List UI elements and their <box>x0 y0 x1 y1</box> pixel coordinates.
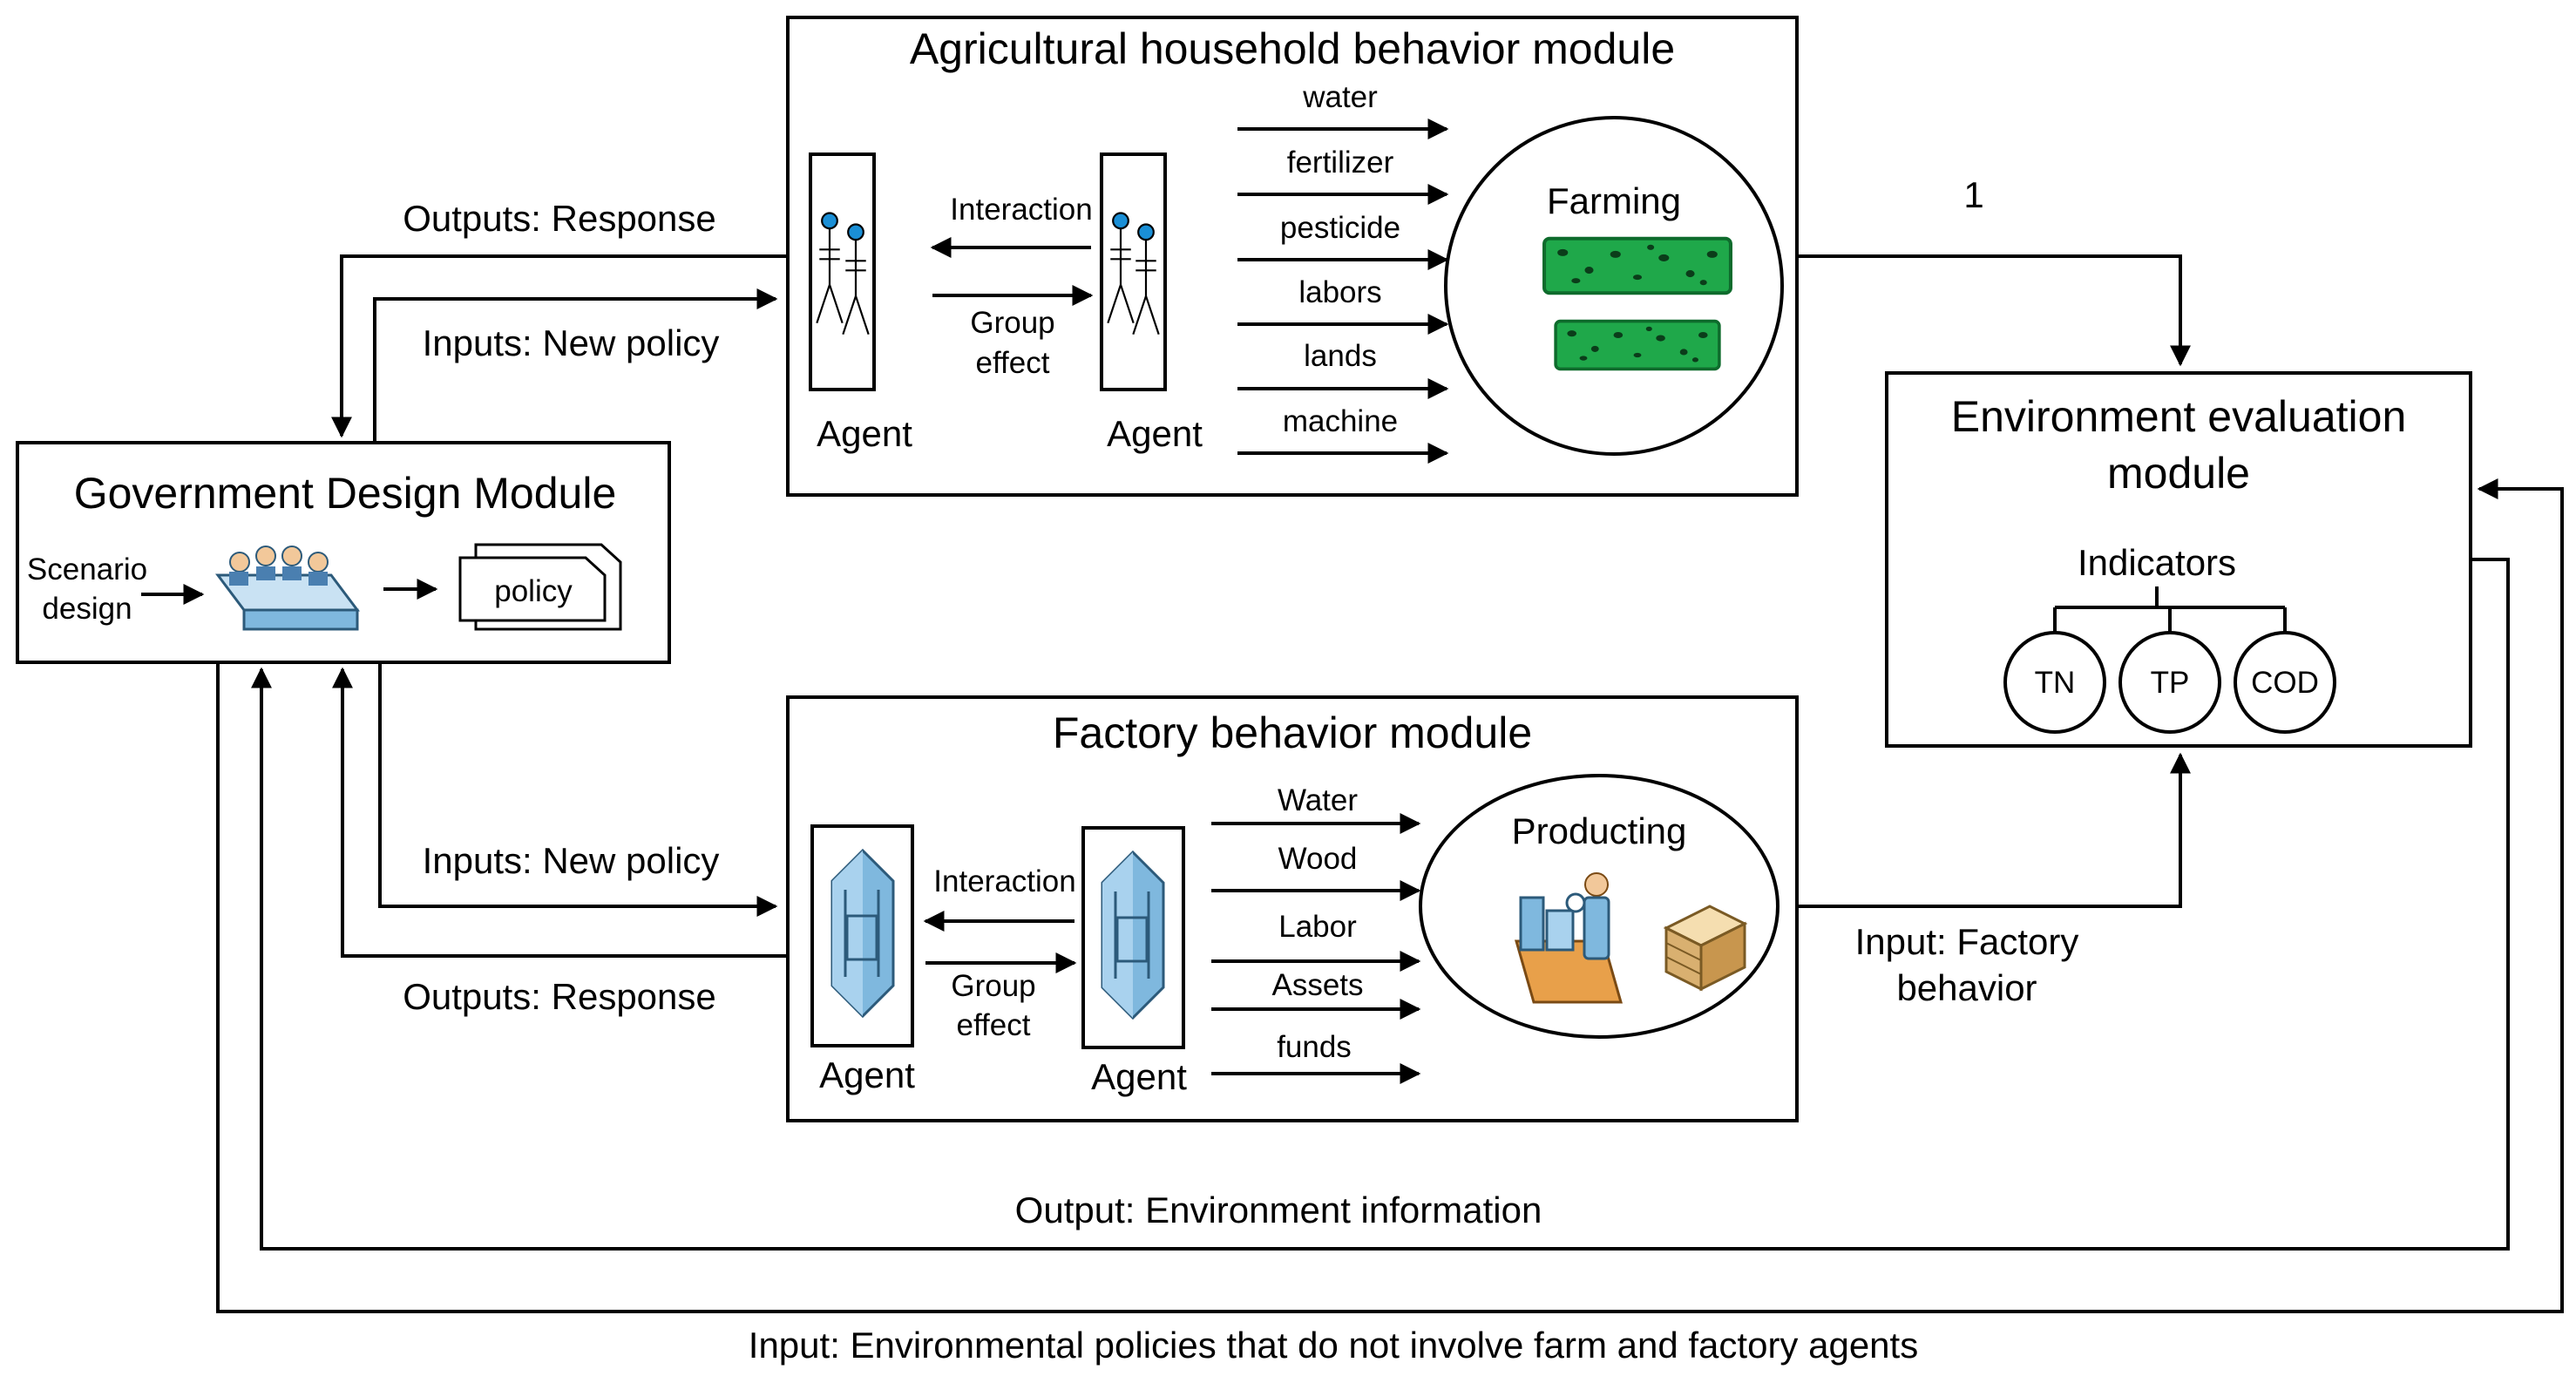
factory-input-label: funds <box>1277 1030 1352 1064</box>
hedge-icon <box>1544 239 1731 294</box>
environmental-policies-arrow <box>216 478 2564 1313</box>
inputs-new-policy-bottom-label: Inputs: New policy <box>423 840 720 881</box>
indicator-tn-label: TN <box>2035 666 2076 700</box>
factory-agent-right <box>1081 826 1185 1049</box>
factory-worker-icon <box>1515 872 1623 1004</box>
agri-input-label: labors <box>1298 275 1381 309</box>
factory-input-label: Wood <box>1278 842 1358 876</box>
agri-agent-right-label: Agent <box>1107 413 1203 454</box>
agri-input-label: machine <box>1283 404 1398 438</box>
factory-module-title: Factory behavior module <box>1053 708 1532 757</box>
factory-behavior-label-line1: Input: Factory <box>1855 921 2079 962</box>
factory-interaction-label: Interaction <box>933 864 1075 898</box>
factory-agent-right-label: Agent <box>1091 1056 1187 1097</box>
indicator-cod <box>2234 631 2336 734</box>
producting-label: Producting <box>1512 810 1687 851</box>
farm-to-environment-label: 1 <box>1963 174 1983 215</box>
government-module-title: Government Design Module <box>74 469 617 518</box>
environment-module-title-line2: module <box>2107 449 2250 498</box>
policy-label: policy <box>494 574 573 608</box>
environment-module-title-line1: Environment evaluation <box>1951 392 2407 441</box>
environment-information-arrow <box>251 558 2510 1251</box>
factory-effect-label: effect <box>957 1008 1031 1042</box>
factory-input-label: Labor <box>1278 910 1357 944</box>
factory-policy-arrow <box>378 662 778 917</box>
environment-information-label: Output: Environment information <box>1015 1190 1542 1230</box>
factory-module: Factory behavior module Agent Agent Inte… <box>786 695 1799 1122</box>
wood-stack-icon <box>1663 905 1748 992</box>
agri-group-label: Group <box>970 306 1054 340</box>
hedge-icon <box>1556 322 1719 369</box>
factory-to-environment-arrow <box>1797 752 2191 908</box>
factory-agent-left <box>810 824 914 1047</box>
agri-interaction-label: Interaction <box>950 193 1092 227</box>
farm-to-environment-arrow <box>1797 254 2191 367</box>
outputs-response-bottom-label: Outputs: Response <box>403 976 716 1017</box>
agri-agent-left <box>809 153 876 391</box>
government-module: Government Design Module Scenario design… <box>16 441 671 664</box>
indicator-cod-label: COD <box>2251 666 2319 700</box>
factory-agent-left-label: Agent <box>819 1054 915 1095</box>
indicator-tp-label: TP <box>2151 666 2190 700</box>
office-building-icon <box>830 849 895 1018</box>
agri-response-arrow <box>331 254 788 438</box>
environment-module: Environment evaluation module Indicators… <box>1885 371 2472 748</box>
agri-policy-arrow <box>373 288 778 443</box>
office-building-icon <box>1101 851 1165 1020</box>
agricultural-module-title: Agricultural household behavior module <box>910 24 1675 73</box>
factory-response-arrow <box>332 667 788 958</box>
indicator-tn <box>2003 631 2106 734</box>
factory-behavior-label-line2: behavior <box>1896 967 2037 1008</box>
inputs-new-policy-top-label: Inputs: New policy <box>423 322 720 363</box>
agri-agent-right <box>1100 153 1167 391</box>
outputs-response-top-label: Outputs: Response <box>403 198 716 239</box>
design-label: design <box>42 592 132 626</box>
agri-input-label: fertilizer <box>1287 146 1394 180</box>
agri-effect-label: effect <box>976 346 1050 380</box>
environmental-policies-label: Input: Environmental policies that do no… <box>749 1325 1918 1366</box>
agri-input-label: water <box>1302 80 1378 114</box>
agri-input-label: pesticide <box>1280 211 1400 245</box>
agri-input-label: lands <box>1304 339 1377 373</box>
meeting-icon <box>215 546 360 631</box>
scenario-label: Scenario <box>27 552 147 586</box>
farming-label: Farming <box>1547 180 1681 221</box>
indicators-label: Indicators <box>2078 542 2236 583</box>
policy-document-icon <box>458 543 622 631</box>
factory-input-label: Assets <box>1271 968 1363 1002</box>
factory-input-label: Water <box>1278 783 1358 817</box>
factory-group-label: Group <box>951 969 1035 1003</box>
agricultural-module: Agricultural household behavior module A… <box>786 16 1799 497</box>
agri-agent-left-label: Agent <box>817 413 912 454</box>
indicator-tp <box>2118 631 2221 734</box>
